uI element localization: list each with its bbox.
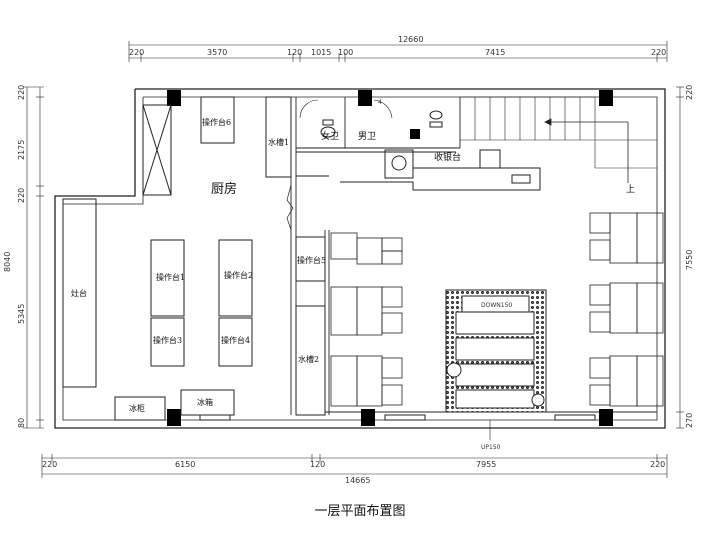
dim-left-4: 5345	[17, 304, 26, 324]
sink-2	[295, 305, 326, 416]
dim-top-total: 12660	[398, 35, 423, 44]
freezer	[114, 396, 166, 421]
label-bench-6: 操作台6	[202, 117, 231, 127]
label-stair-up: 上	[626, 184, 635, 195]
dim-bottom-5: 220	[650, 460, 665, 469]
staircase	[460, 96, 657, 169]
label-bench-3: 操作台3	[153, 335, 182, 345]
entrance-sill-right	[554, 414, 596, 421]
bench-3	[150, 317, 185, 367]
label-bench-2: 操作台2	[224, 270, 253, 280]
label-freezer: 冰柜	[129, 403, 145, 413]
washbasin-bowl	[391, 155, 407, 171]
door-swing-women	[299, 99, 319, 119]
sink-1	[265, 96, 292, 178]
dimension-lines	[23, 41, 684, 478]
dimension-labels: 12660 220 3570 120 1015 100 7415 220 220…	[3, 35, 694, 485]
dim-bottom-1: 220	[42, 460, 57, 469]
dim-bottom-4: 7955	[476, 460, 496, 469]
dim-top-1: 220	[129, 48, 144, 57]
dim-left-5: 80	[17, 418, 26, 428]
dim-top-6: 7415	[485, 48, 505, 57]
stove	[62, 198, 97, 388]
fixture-labels: 灶台 操作台1 操作台2 操作台3 操作台4 操作台5 操作台6 水槽1 水槽2…	[71, 117, 326, 413]
toilet-men-tank	[429, 121, 443, 128]
toilet-men	[429, 110, 443, 120]
label-cashier: 收银台	[434, 151, 461, 163]
label-stove: 灶台	[71, 288, 87, 298]
central-booth	[445, 289, 547, 413]
dim-left-1: 220	[17, 85, 26, 100]
dining-tables-right	[589, 212, 664, 407]
dim-bottom-total: 14665	[345, 476, 370, 485]
toilet-women-tank	[322, 119, 334, 126]
cashier-chair	[479, 149, 501, 169]
label-bench-1: 操作台1	[156, 272, 185, 282]
dim-right-3: 270	[685, 413, 694, 428]
dim-top-7: 220	[651, 48, 666, 57]
door-swing-men	[373, 99, 393, 119]
shaft-cross-2	[142, 104, 172, 196]
label-up-entrance: UP150	[481, 444, 501, 451]
stair-arrow	[544, 118, 629, 183]
label-women-wc: 女卫	[321, 130, 339, 142]
bench-5	[295, 236, 326, 282]
dim-bottom-2: 6150	[175, 460, 195, 469]
entrance-sill-left	[384, 414, 426, 421]
label-number: 4	[378, 99, 382, 106]
annotation-labels: DOWN150 UP150 4	[378, 99, 512, 451]
label-men-wc: 男卫	[358, 131, 376, 142]
label-sink-2: 水槽2	[298, 354, 319, 364]
drawing-caption: 一层平面布置图	[314, 504, 406, 519]
dim-top-4: 1015	[311, 48, 331, 57]
dim-top-3: 120	[287, 48, 302, 57]
label-bench-5: 操作台5	[297, 255, 326, 265]
bench-2	[218, 239, 253, 317]
dim-left-3: 220	[17, 188, 26, 203]
dining-tables-left	[330, 232, 403, 407]
label-fridge: 冰箱	[197, 397, 213, 407]
toilet-women	[320, 126, 336, 138]
dim-top-2: 3570	[207, 48, 227, 57]
kitchen-door-sill	[199, 414, 231, 421]
bench-4	[218, 317, 253, 367]
bench-1	[150, 239, 185, 317]
shaft	[142, 104, 172, 196]
dim-right-2: 7550	[685, 250, 694, 270]
dim-top-5: 100	[338, 48, 353, 57]
washbasin	[384, 149, 414, 179]
dim-left-total: 8040	[3, 252, 12, 272]
cashier-register	[511, 174, 531, 184]
room-labels: 厨房 女卫 男卫 收银台 上	[211, 130, 635, 197]
label-bench-4: 操作台4	[221, 335, 250, 345]
dim-bottom-3: 120	[310, 460, 325, 469]
structural-columns	[167, 90, 613, 426]
cashier-counter	[340, 167, 541, 191]
label-sink-1: 水槽1	[268, 137, 289, 147]
dim-right-1: 220	[685, 85, 694, 100]
kitchen-door	[286, 184, 294, 231]
label-kitchen: 厨房	[211, 181, 237, 197]
bench-6	[200, 96, 235, 144]
outer-walls	[54, 88, 666, 429]
label-down: DOWN150	[481, 302, 512, 309]
dim-left-2: 2175	[17, 140, 26, 160]
